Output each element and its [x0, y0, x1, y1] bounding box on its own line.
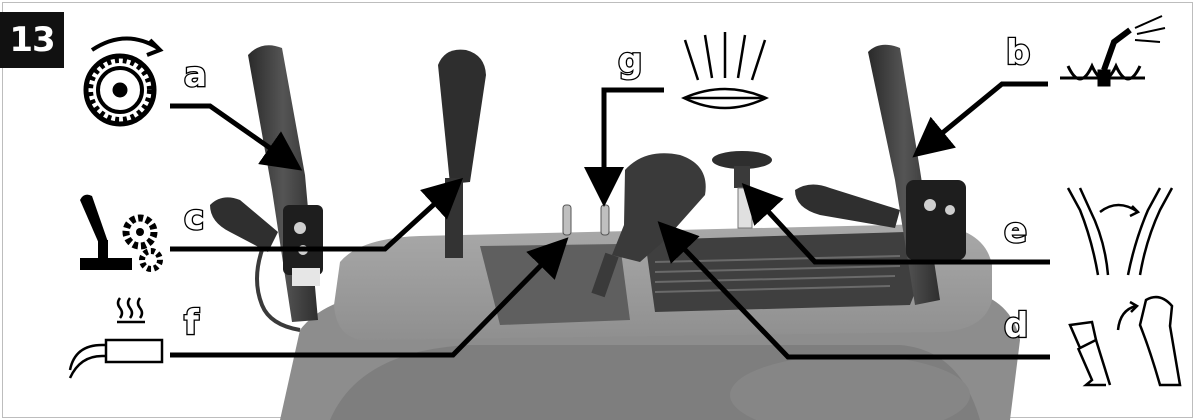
chute-deflector-icon: [1070, 297, 1180, 385]
callout-label-b: b: [1006, 36, 1030, 70]
callout-label-f: f: [184, 306, 199, 340]
callout-label-a: a: [184, 58, 207, 92]
callout-label-d: d: [1004, 309, 1028, 343]
chute-rotation-icon: [1068, 188, 1172, 275]
figure-number-badge: 13: [0, 12, 64, 68]
wheel-drive-icon: [86, 38, 160, 124]
auger-icon: [1060, 16, 1165, 86]
headlight-icon: [684, 32, 766, 108]
handle-heater-icon: [70, 298, 162, 378]
callout-label-g: g: [618, 44, 642, 78]
drive-lever-gear-icon: [80, 195, 160, 270]
callout-label-e: e: [1004, 214, 1027, 248]
callout-label-c: c: [184, 201, 204, 235]
